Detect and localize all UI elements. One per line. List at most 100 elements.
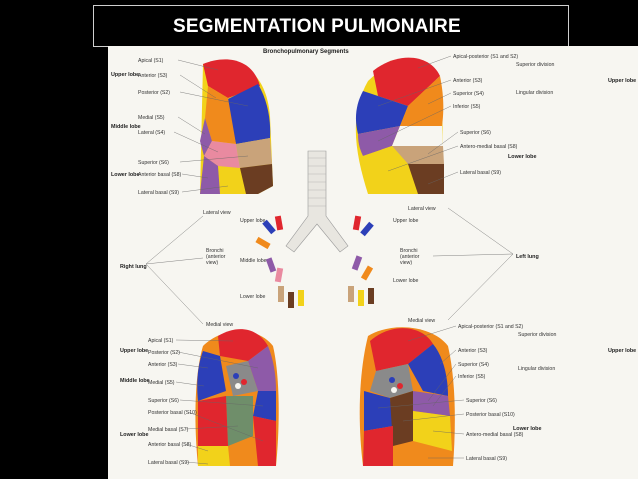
seg-apical-posterior <box>370 328 433 371</box>
plate-heading: Bronchopulmonary Segments <box>263 49 349 55</box>
label: Superior (S6) <box>466 398 497 404</box>
seg-posterior-basal <box>240 164 273 194</box>
label: Superior (S6) <box>138 160 169 166</box>
label: Apical-posterior (S1 and S2) <box>458 324 523 330</box>
label: Inferior (S5) <box>453 104 481 110</box>
label: Lateral basal (S9) <box>138 190 179 196</box>
seg-medial-basal <box>226 396 253 446</box>
seg-anterior <box>197 351 226 401</box>
group-upper-lobe: Upper lobe <box>120 348 148 354</box>
label: Anterior basal (S8) <box>148 442 192 448</box>
seg-posterior-basal <box>408 164 444 194</box>
seg-superior <box>392 146 444 164</box>
label: Superior (S6) <box>148 398 179 404</box>
seg-anterior <box>205 86 236 144</box>
left-lung-medial <box>359 327 455 466</box>
label: Anterior (S3) <box>458 348 488 354</box>
label: Lateral (S4) <box>138 130 165 136</box>
left-lung-label: Left lung <box>516 254 539 260</box>
label: Apical (S1) <box>148 338 174 344</box>
seg-apical-posterior <box>373 57 440 106</box>
seg-lateral <box>204 141 240 168</box>
seg-anterior <box>408 344 448 396</box>
label: Apical-posterior (S1 and S2) <box>453 54 518 60</box>
group-middle-lobe: Middle lobe <box>111 124 141 130</box>
medial-view-label: Medial view <box>206 322 233 328</box>
label: Lateral basal (S9) <box>148 460 189 466</box>
group-upper-lobe: Upper lobe <box>608 78 636 84</box>
label: Inferior (S5) <box>458 374 486 380</box>
bronchial-tree <box>255 150 374 308</box>
label: Superior (S4) <box>458 362 489 368</box>
group-upper-lobe: Upper lobe <box>111 72 139 78</box>
seg-superior <box>236 138 272 168</box>
seg-posterior <box>226 84 271 144</box>
right-lateral-labels: Upper lobe Middle lobe Lower lobe Apical… <box>111 58 249 196</box>
label: Medial (S5) <box>148 380 175 386</box>
label: Posterior (S2) <box>138 90 170 96</box>
label: Medial basal (S7) <box>148 427 189 433</box>
seg-anterior-basal <box>200 156 220 194</box>
lateral-view-label: Lateral view <box>203 210 231 216</box>
bronchi-label-left-0: Bronchi <box>400 248 418 254</box>
lower-lobe-label-left: Lower lobe <box>393 278 418 284</box>
seg-fissure-gap <box>392 126 443 146</box>
seg-anterior-basal <box>198 446 230 466</box>
right-lung-medial <box>195 329 279 466</box>
label: Posterior (S2) <box>148 350 180 356</box>
trachea <box>285 150 349 253</box>
left-lateral-labels: Apical-posterior (S1 and S2) Anterior (S… <box>377 54 636 185</box>
seg-superior-lingula <box>400 76 444 126</box>
bronchi-label-right-2: view) <box>206 260 218 266</box>
bronchi-label-left-2: view) <box>400 260 412 266</box>
right-lung-lateral <box>200 59 273 194</box>
group-lingular-division: Lingular division <box>516 90 553 96</box>
seg-posterior <box>248 346 276 391</box>
slide-title: SEGMENTATION PULMONAIRE <box>173 16 461 37</box>
label: Posterior basal (S10) <box>148 410 197 416</box>
seg-anteromedial <box>413 411 452 451</box>
seg-superior <box>364 391 393 431</box>
group-middle-lobe: Middle lobe <box>120 378 150 384</box>
label: Antero-medial basal (S8) <box>460 144 518 150</box>
label: Apical (S1) <box>138 58 164 64</box>
group-upper-lobe: Upper lobe <box>608 348 636 354</box>
center-labels: Lateral view Lateral view Medial view Me… <box>120 206 539 328</box>
seg-inferior <box>413 391 450 416</box>
label: Lateral basal (S9) <box>460 170 501 176</box>
bronchi-label-right-1: (anterior <box>206 254 226 260</box>
label: Anterior (S3) <box>148 362 178 368</box>
label: Anterior (S3) <box>453 78 483 84</box>
label: Superior (S6) <box>460 130 491 136</box>
bronchi-label-left-1: (anterior <box>400 254 420 260</box>
seg-anterior <box>355 91 408 134</box>
segments-diagram: Bronchopulmonary Segments Upper lobe Mid… <box>111 49 636 466</box>
seg-posterior-basal <box>253 416 276 466</box>
seg-apical <box>218 329 268 361</box>
left-lung-lateral <box>355 57 444 195</box>
group-superior-division: Superior division <box>516 62 554 68</box>
label: Superior (S4) <box>453 91 484 97</box>
title-box: SEGMENTATION PULMONAIRE <box>93 5 569 47</box>
lower-lobe-label: Lower lobe <box>240 294 265 300</box>
group-lingular-division: Lingular division <box>518 366 555 372</box>
label: Medial (S5) <box>138 115 165 121</box>
anatomy-plate: Bronchopulmonary Segments Upper lobe Mid… <box>108 46 638 479</box>
seg-medial-right <box>198 396 228 446</box>
seg-medial <box>200 118 212 156</box>
seg-apical <box>203 59 260 98</box>
seg-posterior-basal <box>390 391 413 446</box>
label: Anterior basal (S8) <box>138 172 182 178</box>
right-lung-label: Right lung <box>120 264 147 270</box>
seg-inferior <box>358 126 400 156</box>
group-lower-lobe: Lower lobe <box>513 426 541 432</box>
medial-view-label-left: Medial view <box>408 318 435 324</box>
seg-posterior-low <box>363 426 393 466</box>
label: Antero-medial basal (S8) <box>466 432 524 438</box>
seg-anteromedial <box>363 146 408 194</box>
group-lower-lobe: Lower lobe <box>111 172 139 178</box>
left-medial-labels: Apical-posterior (S1 and S2) Anterior (S… <box>377 324 636 462</box>
upper-lobe-label-left: Upper lobe <box>393 218 418 224</box>
lateral-view-label-left: Lateral view <box>408 206 436 212</box>
label: Lateral basal (S9) <box>466 456 507 462</box>
